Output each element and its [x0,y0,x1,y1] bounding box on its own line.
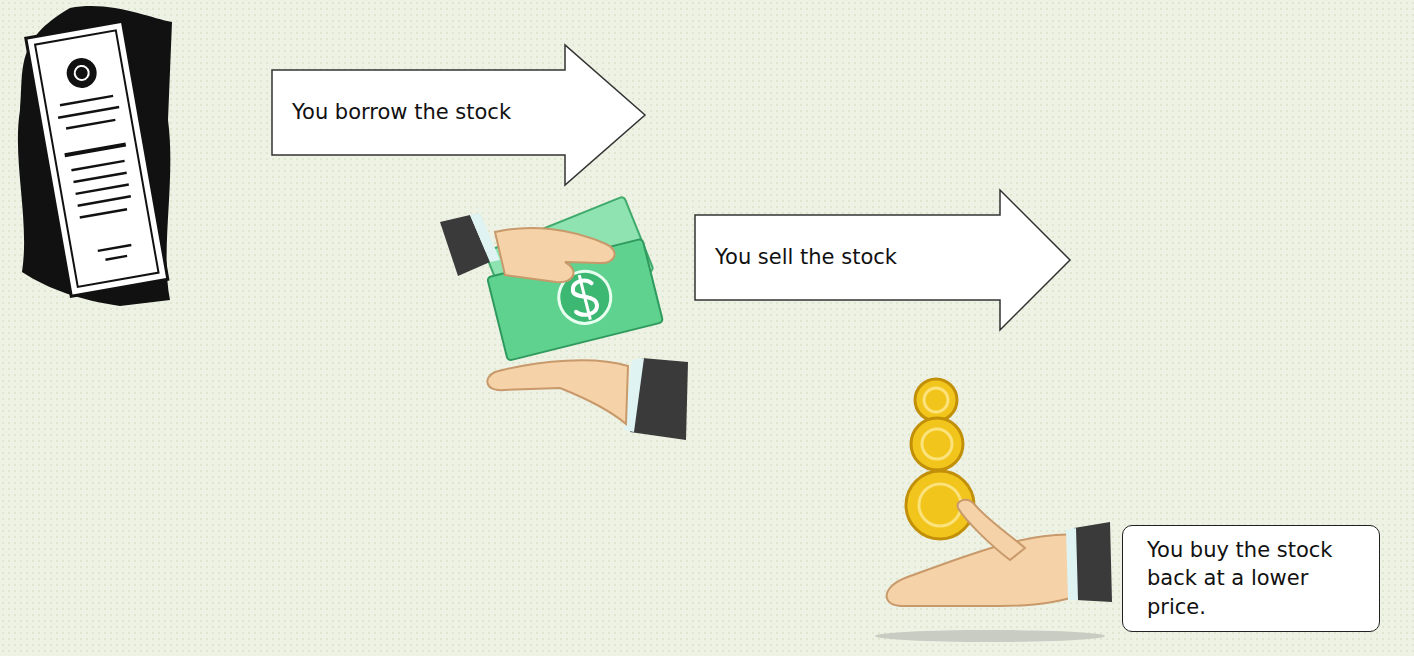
certificate-seal [64,56,99,91]
shadow [875,630,1105,642]
top-hand [440,213,615,282]
certificate-sheet [26,21,168,296]
node-text: You sell the stock [715,243,897,271]
certificate-seal-mark [74,65,90,81]
arrow-label-shape: You sell the stock [695,190,1070,330]
certificate-border [35,30,158,287]
bottom-hand [487,358,688,440]
coins-hand [875,379,1112,642]
money-hands [440,196,688,440]
stock-certificate [18,6,172,306]
node-text: You buy the stock back at a lower price. [1147,536,1339,621]
note-box: You buy the stock back at a lower price. [1122,525,1380,632]
certificate-lines [56,95,145,263]
block-arrow [695,190,1070,330]
coin-hand [887,500,1112,606]
certificate-paper [26,21,168,296]
block-arrow [272,45,645,185]
certificate-shadow [18,6,172,306]
arrow-label-shape: You borrow the stock [272,45,645,185]
node-text: You borrow the stock [292,98,511,126]
